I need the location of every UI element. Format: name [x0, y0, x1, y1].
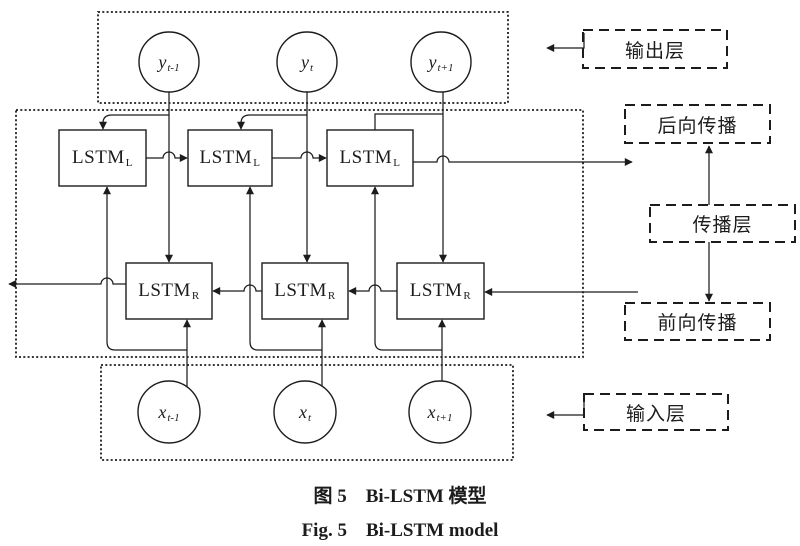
lstm-sub: R [463, 290, 472, 302]
lstm-base: LSTM [72, 147, 125, 168]
arrow-input-layer-pointer [546, 396, 585, 419]
node-base: x [427, 401, 436, 422]
output-layer-container-box [97, 11, 509, 104]
arrow-lstm-l1-to-l2 [146, 151, 188, 162]
input-layer-text: 输入层 [625, 403, 686, 425]
lstm-l1-box [58, 129, 147, 187]
prop-layer-text: 传播层 [692, 215, 753, 236]
lstm-sub: R [191, 290, 200, 302]
node-base: y [300, 51, 309, 72]
arrow-x1-to-lstm-l1 [103, 186, 187, 351]
node-circles [137, 31, 472, 444]
node-base: x [298, 401, 307, 422]
lstm-l2-box [187, 129, 273, 187]
arrow-lstm-r2-to-r1 [212, 284, 262, 295]
lstm-boxes [58, 129, 485, 320]
arrow-lstm-l3-out-right [413, 155, 633, 166]
forward-prop-label: 前向传播 [625, 303, 770, 340]
arrow-lstm-r1-out-left [8, 277, 126, 288]
lstm-sub: L [125, 157, 133, 169]
arrow-into-lstm-l2-top [237, 114, 307, 130]
output-node-y2-circle [276, 31, 338, 93]
arrow-lstm-l2-to-l3 [272, 151, 327, 162]
output-layer-label-box [582, 29, 728, 69]
input-node-x2-circle [273, 380, 337, 444]
arrow-lstm-r3-to-r2 [348, 284, 397, 295]
node-sub: t [309, 62, 314, 74]
lstm-base: LSTM [199, 147, 253, 168]
arrow-into-lstm-l1-top [99, 114, 169, 130]
figure-caption-zh: 图 5 Bi-LSTM 模型 [0, 481, 800, 508]
input-node-x1-circle [137, 380, 201, 444]
caption-en-text: Fig. 5 Bi-LSTM model [301, 520, 499, 541]
lstm-r1-box [125, 262, 213, 320]
lstm-r2-box [261, 262, 349, 320]
lstm-base: LSTM [138, 280, 191, 301]
output-node-y3-circle [410, 31, 472, 93]
input-layer-label: 输入层 [584, 394, 728, 430]
forward-prop-label-box [624, 302, 771, 341]
lstm-sub: R [327, 290, 336, 302]
node-sub: t-1 [167, 412, 180, 424]
node-sub: t [307, 412, 312, 424]
arrow-output-layer-pointer [546, 33, 585, 52]
lstm-base: LSTM [339, 147, 393, 168]
lstm-sub: L [393, 157, 401, 169]
hidden-layer-container-box [15, 109, 584, 358]
arrow-x2-to-lstm-l2 [246, 186, 322, 351]
lstm-base: LSTM [409, 280, 463, 301]
node-base: x [158, 401, 167, 422]
lstm-l3-box [326, 129, 414, 187]
node-base: y [428, 51, 437, 72]
arrow-x3-to-lstm-l3 [371, 186, 442, 351]
connection-lines [8, 33, 713, 419]
lstm-r3-box [396, 262, 485, 320]
lstm-base: LSTM [274, 280, 327, 301]
input-node-x3-circle [408, 380, 472, 444]
backward-prop-label: 后向传播 [625, 105, 770, 143]
output-layer-label: 输出层 [583, 30, 727, 68]
output-node-y1-circle [138, 31, 200, 93]
output-layer-text: 输出层 [624, 40, 685, 62]
prop-layer-label: 传播层 [650, 205, 795, 242]
backward-prop-label-box [624, 104, 771, 144]
backward-prop-text: 后向传播 [657, 115, 738, 137]
node-base: y [158, 51, 167, 72]
lstm-sub: L [253, 157, 261, 169]
figure-caption-en: Fig. 5 Bi-LSTM model [0, 515, 800, 542]
forward-prop-text: 前向传播 [657, 313, 738, 334]
prop-layer-label-box [649, 204, 796, 243]
link-lstm-l3-top [374, 113, 443, 130]
node-sub: t+1 [437, 62, 454, 74]
caption-zh-text: 图 5 Bi-LSTM 模型 [313, 486, 487, 507]
node-sub: t+1 [436, 412, 453, 424]
node-sub: t-1 [167, 62, 180, 74]
